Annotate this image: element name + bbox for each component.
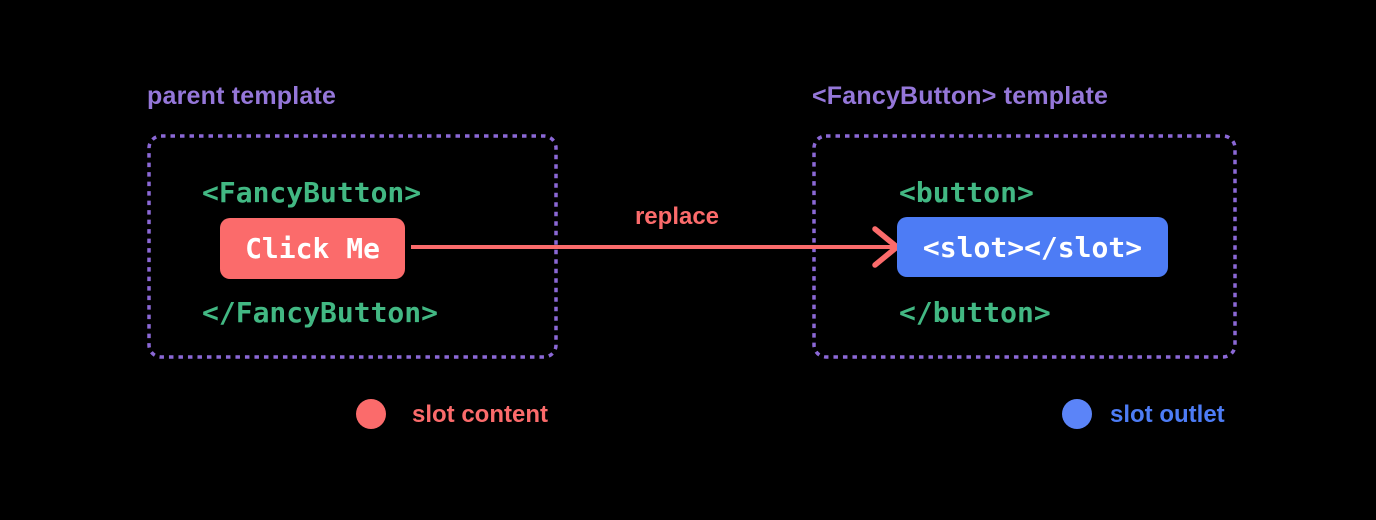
- slot-outlet-dot-icon: [1062, 399, 1092, 429]
- arrow-head-icon: [872, 226, 900, 268]
- replace-arrow: [411, 226, 900, 268]
- parent-template-title: parent template: [147, 82, 337, 110]
- slot-code: <slot></slot>: [922, 230, 1143, 264]
- fancybutton-close-tag: </FancyButton>: [202, 296, 439, 329]
- button-close-tag: </button>: [899, 296, 1051, 329]
- fancybutton-open-tag: <FancyButton>: [202, 176, 422, 209]
- button-open-tag: <button>: [899, 176, 1034, 209]
- click-me-button-label: Click Me: [245, 232, 380, 265]
- slot-content-dot-icon: [356, 399, 386, 429]
- fancybutton-template-title: <FancyButton> template: [812, 82, 1109, 110]
- slot-outlet-label: slot outlet: [1110, 401, 1225, 428]
- slot-content-label: slot content: [412, 401, 548, 428]
- slot-outlet-box: <slot></slot>: [897, 217, 1168, 277]
- replace-label: replace: [634, 203, 720, 230]
- click-me-button: Click Me: [220, 218, 405, 279]
